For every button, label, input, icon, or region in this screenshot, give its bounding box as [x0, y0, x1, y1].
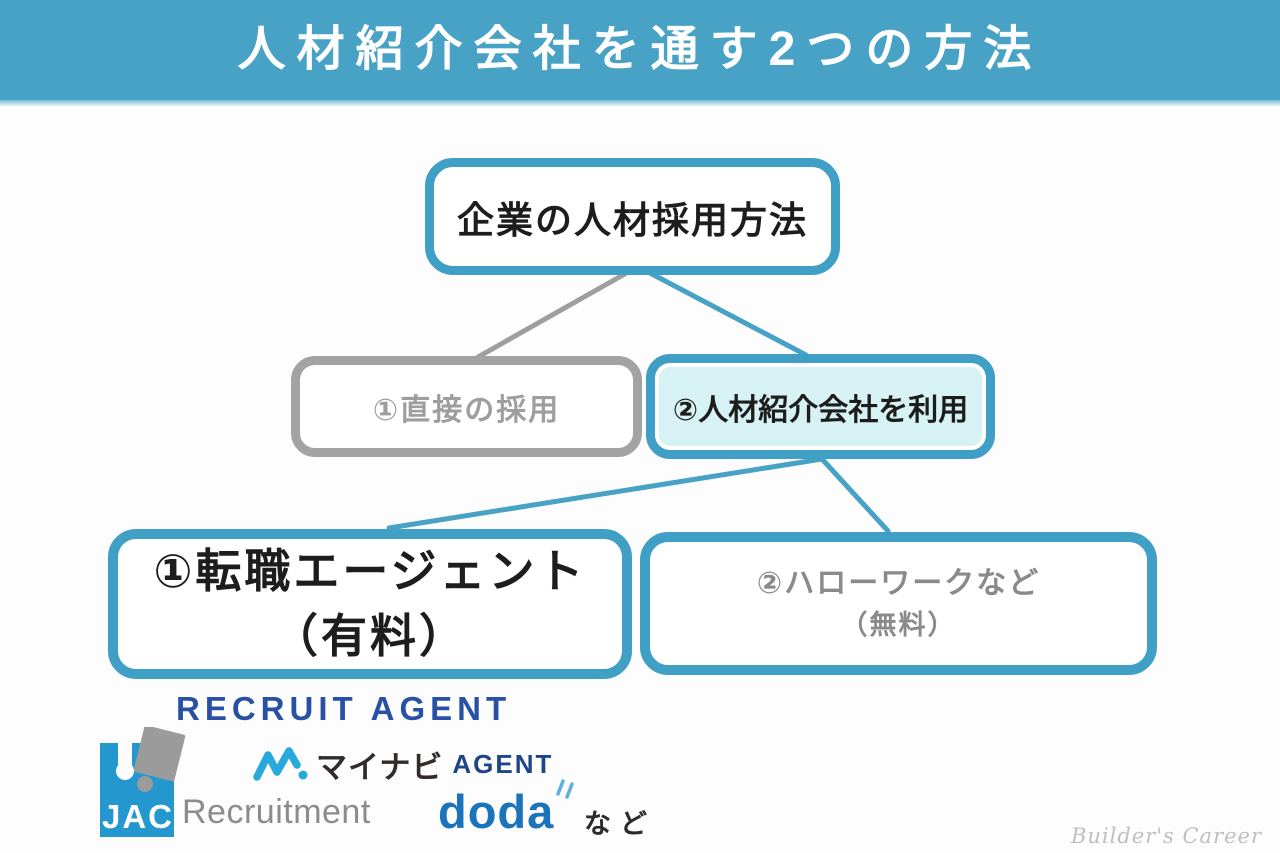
builders-career-watermark: Builder's Career — [1070, 824, 1262, 848]
mynavi-agent-text: AGENT — [452, 748, 554, 779]
node-label-line2: （有料） — [272, 610, 468, 662]
etc-label: など — [584, 809, 656, 839]
doda-logo: doda — [438, 779, 598, 844]
jac-mark-text: JAC — [102, 798, 175, 835]
jac-recruitment-text: Recruitment — [182, 793, 371, 831]
node-direct-hiring: ①直接の採用 — [291, 356, 642, 457]
node-label: 企業の人材採用方法 — [457, 199, 808, 241]
node-career-agent-paid: ①転職エージェント （有料） — [108, 529, 632, 679]
node-label-line1: ②ハローワークなど — [756, 567, 1041, 601]
page-title: 人材紹介会社を通す2つの方法 — [237, 23, 1043, 76]
node-hiring-methods-root: 企業の人材採用方法 — [425, 158, 840, 275]
connector-root-to-direct — [475, 268, 633, 360]
node-use-recruitment-agency: ②人材紹介会社を利用 — [646, 354, 995, 459]
mynavi-brand-text: マイナビ — [316, 749, 444, 785]
jac-recruitment-logo: JAC Recruitment — [98, 725, 398, 845]
mynavi-zigzag-icon — [253, 747, 308, 781]
recruit-agent-logo: RECRUIT AGENT — [176, 690, 512, 727]
node-label: ①直接の採用 — [372, 393, 561, 427]
connector-agency-to-hellowork — [819, 456, 891, 534]
connector-agency-to-agent — [386, 456, 825, 531]
node-label: ②人材紹介会社を利用 — [672, 393, 969, 427]
header-banner: 人材紹介会社を通す2つの方法 — [0, 0, 1280, 107]
doda-sparkle-icon — [556, 779, 574, 799]
connector-root-to-agency — [647, 270, 809, 358]
node-label-line2: （無料） — [840, 609, 957, 640]
node-label-line1: ①転職エージェント — [153, 544, 587, 597]
jac-puzzle-icon — [100, 725, 186, 837]
node-hellowork-free: ②ハローワークなど （無料） — [640, 532, 1157, 675]
doda-text: doda — [438, 785, 555, 838]
mynavi-agent-logo: マイナビ AGENT — [253, 742, 553, 786]
